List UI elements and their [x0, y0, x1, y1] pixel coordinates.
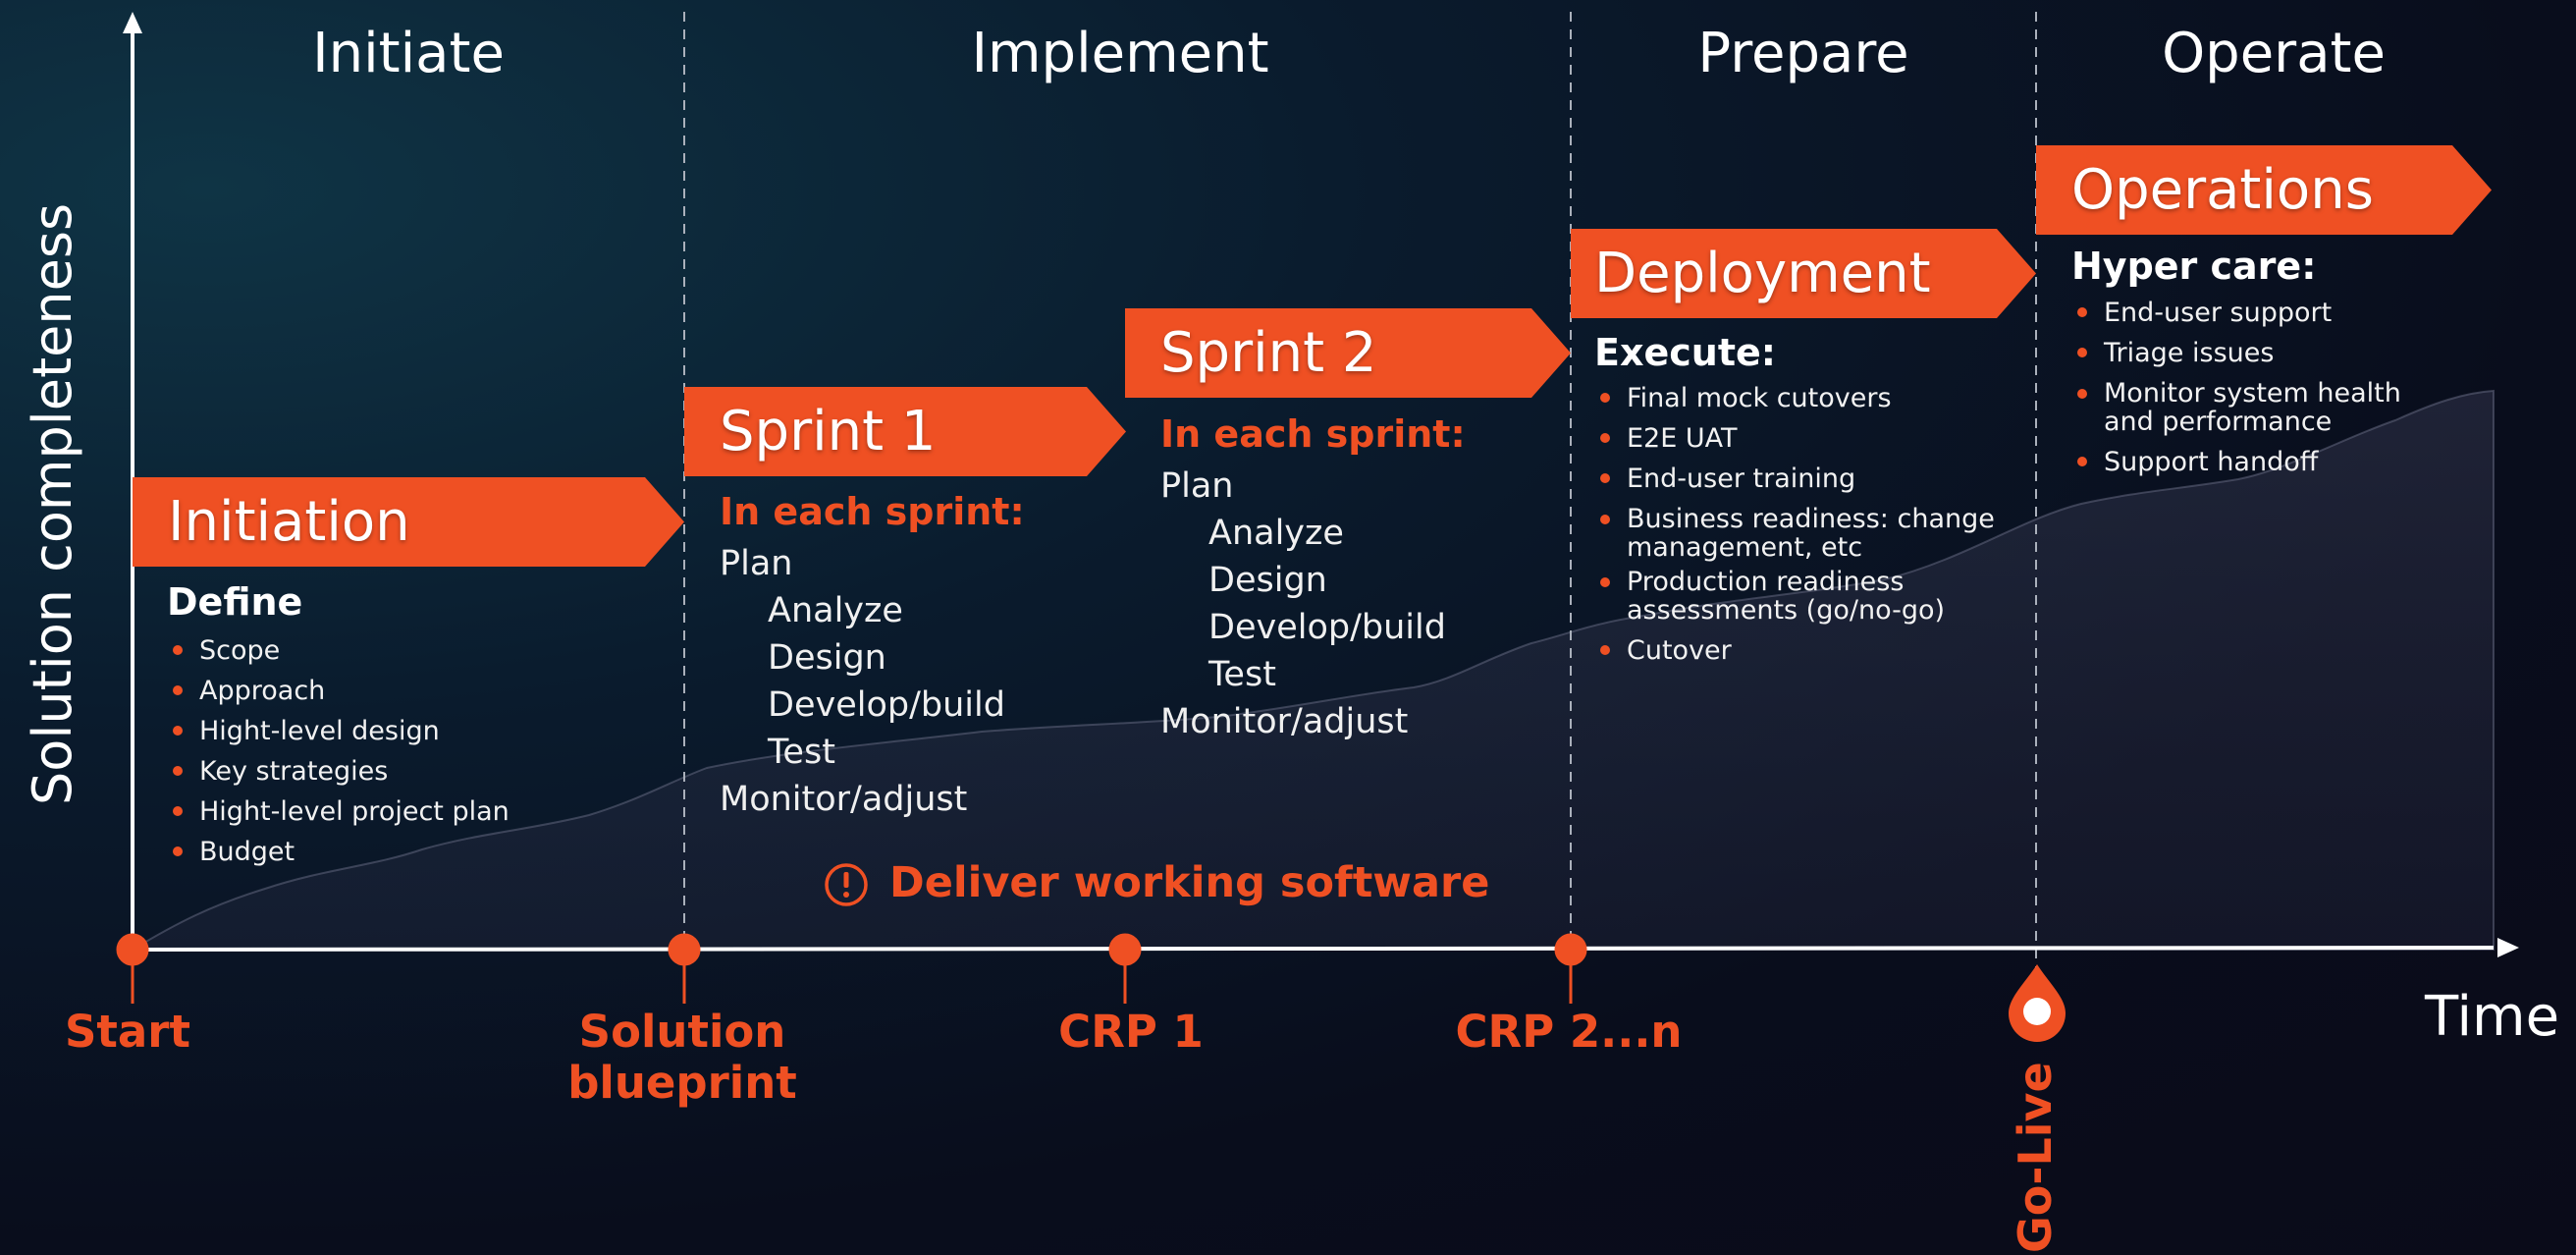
sprint1-heading: In each sprint: [720, 490, 1025, 533]
sprint1-steps: Plan Analyze Design Develop/build Test M… [720, 540, 1005, 823]
list-item: Triage issues [2071, 333, 2444, 373]
y-axis-arrowhead [123, 12, 142, 33]
initiation-list: Scope Approach Hight-level design Key st… [167, 630, 510, 872]
list-item: End-user training [1594, 459, 2007, 499]
x-axis-label: Time [2425, 985, 2560, 1049]
list-item: Support handoff [2071, 442, 2444, 482]
step-plan: Plan [720, 544, 793, 583]
stage-title-sprint2: Sprint 2 [1160, 321, 1377, 385]
list-item: E2E UAT [1594, 418, 2007, 459]
step-plan: Plan [1160, 466, 1234, 506]
list-item: Approach [167, 671, 510, 711]
operations-list: End-user support Triage issues Monitor s… [2071, 293, 2444, 482]
y-axis-label: Solution completeness [22, 202, 83, 805]
milestone-markers [116, 933, 1587, 1004]
list-item: Monitor system health and performance [2071, 379, 2444, 436]
initiation-heading: Define [167, 580, 303, 624]
step-monitor: Monitor/adjust [720, 780, 968, 819]
deliver-callout: Deliver working software [889, 858, 1490, 907]
list-item: Cutover [1594, 630, 2007, 671]
step-monitor: Monitor/adjust [1160, 702, 1409, 741]
step-item: Analyze [768, 591, 903, 630]
milestone-crp2-label: CRP 2...n [1455, 1006, 1683, 1058]
phase-prepare: Prepare [1697, 22, 1909, 85]
list-item: Scope [167, 630, 510, 671]
step-item: Design [768, 638, 886, 678]
phase-operate: Operate [2162, 22, 2386, 85]
stage-arrow-sprint2: Sprint 2 [1125, 308, 1571, 398]
list-item: Budget [167, 832, 510, 872]
milestone-dot-crp2 [1554, 933, 1587, 966]
stage-title-initiation: Initiation [168, 490, 410, 554]
stage-arrow-deployment: Deployment [1571, 229, 2036, 318]
location-pin-icon [2009, 964, 2066, 1042]
x-axis-line [132, 946, 2495, 952]
list-item: Hight-level project plan [167, 791, 510, 832]
exclamation-circle-icon [825, 863, 868, 906]
x-axis-arrowhead [2497, 938, 2519, 957]
stage-title-deployment: Deployment [1594, 242, 1931, 305]
deployment-list: Final mock cutovers E2E UAT End-user tra… [1594, 378, 2007, 671]
stage-arrow-sprint1: Sprint 1 [684, 387, 1126, 476]
milestone-start-label: Start [65, 1006, 190, 1058]
step-item: Develop/build [768, 685, 1005, 725]
list-item: Key strategies [167, 751, 510, 791]
step-item: Test [768, 733, 835, 772]
phase-implement: Implement [971, 22, 1269, 85]
milestone-crp1-label: CRP 1 [1058, 1006, 1204, 1058]
phase-initiate: Initiate [312, 22, 505, 85]
stage-arrow-operations: Operations [2036, 145, 2492, 235]
stage-arrow-initiation: Initiation [133, 477, 684, 567]
step-item: Analyze [1208, 514, 1344, 553]
sprint2-steps: Plan Analyze Design Develop/build Test M… [1160, 463, 1446, 745]
milestone-dot-start [116, 933, 149, 966]
step-item: Test [1208, 655, 1276, 694]
milestone-blueprint-label: Solution blueprint [567, 1006, 797, 1109]
deployment-heading: Execute: [1594, 331, 1776, 374]
step-item: Design [1208, 561, 1327, 600]
sprint2-heading: In each sprint: [1160, 412, 1466, 456]
milestone-dot-crp1 [1108, 933, 1142, 966]
step-item: Develop/build [1208, 608, 1446, 647]
golive-label: Go-Live [2009, 1062, 2062, 1253]
completeness-area [129, 389, 2495, 951]
list-item: Final mock cutovers [1594, 378, 2007, 418]
stage-title-sprint1: Sprint 1 [720, 400, 937, 464]
list-item: End-user support [2071, 293, 2444, 333]
milestone-dot-blueprint [668, 933, 701, 966]
list-item: Hight-level design [167, 711, 510, 751]
operations-heading: Hyper care: [2071, 245, 2317, 288]
list-item: Production readiness assessments (go/no-… [1594, 568, 2007, 625]
stage-title-operations: Operations [2071, 158, 2374, 222]
list-item: Business readiness: change management, e… [1594, 505, 2007, 562]
